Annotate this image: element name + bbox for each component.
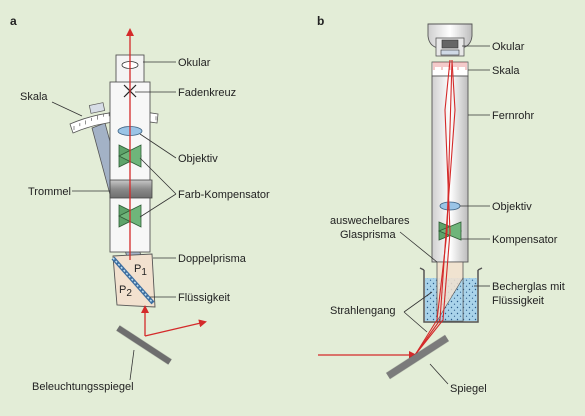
beam-b-ray-1 bbox=[414, 59, 453, 356]
label-objective-a: Objektiv bbox=[178, 153, 218, 165]
label-mirror-a: Beleuchtungsspiegel bbox=[32, 381, 134, 393]
beam-a-reflected bbox=[144, 319, 207, 337]
ocular-lens-b bbox=[440, 49, 460, 56]
objective-lens-b bbox=[439, 201, 461, 211]
illumination-mirror bbox=[116, 325, 172, 365]
label-telescope: Fernrohr bbox=[492, 110, 535, 122]
label-liquid-a: Flüssigkeit bbox=[178, 292, 230, 304]
beam-b bbox=[318, 59, 456, 359]
label-scale-a: Skala bbox=[20, 91, 48, 103]
illumination-mirror-edge bbox=[116, 325, 172, 365]
mirror-b bbox=[386, 335, 449, 379]
leader-objective-a bbox=[139, 133, 177, 159]
label-beaker-2: Flüssigkeit bbox=[492, 295, 544, 307]
label-ocular-a: Okular bbox=[178, 57, 211, 69]
label-beaker-1: Becherglas mit bbox=[492, 281, 565, 293]
label-mirror-b: Spiegel bbox=[450, 383, 487, 395]
scale-band-ticks bbox=[433, 62, 467, 70]
panel-b-letter: b bbox=[317, 14, 324, 28]
scale-clamp bbox=[88, 102, 106, 114]
ocular-eyepiece bbox=[441, 39, 459, 49]
leader-scale-a bbox=[51, 101, 83, 117]
liquid-layer bbox=[111, 256, 155, 305]
label-compensator-a: Farb-Kompensator bbox=[178, 189, 270, 201]
label-scale-b: Skala bbox=[492, 65, 520, 77]
leader-mirror-b bbox=[429, 363, 449, 385]
panel-a-letter: a bbox=[10, 14, 17, 28]
label-objective-b: Objektiv bbox=[492, 201, 532, 213]
label-crosshair: Fadenkreuz bbox=[178, 87, 236, 99]
label-glass-prism-1: auswechelbares bbox=[330, 215, 410, 227]
beaker-wall bbox=[423, 270, 479, 323]
label-ocular-b: Okular bbox=[492, 41, 525, 53]
drum bbox=[109, 179, 153, 199]
label-beam-path: Strahlengang bbox=[330, 305, 395, 317]
beaker-lip bbox=[419, 267, 483, 271]
beam-b-ray-2 bbox=[414, 59, 456, 356]
label-drum: Trommel bbox=[28, 186, 71, 198]
leader-compensator bbox=[139, 157, 177, 218]
leader-glass-prism bbox=[399, 231, 438, 263]
label-double-prism: Doppelprisma bbox=[178, 253, 247, 265]
label-glass-prism-2: Glasprisma bbox=[340, 229, 397, 241]
prism-p1-label: P1 bbox=[134, 263, 147, 278]
label-compensator-b: Kompensator bbox=[492, 234, 558, 246]
beam-b-ray-3 bbox=[414, 59, 451, 356]
leader-mirror-a bbox=[129, 349, 135, 381]
prism-p2-label: P2 bbox=[119, 284, 132, 299]
leader-beam-path bbox=[403, 291, 433, 333]
mirror-b-edge bbox=[385, 334, 450, 380]
